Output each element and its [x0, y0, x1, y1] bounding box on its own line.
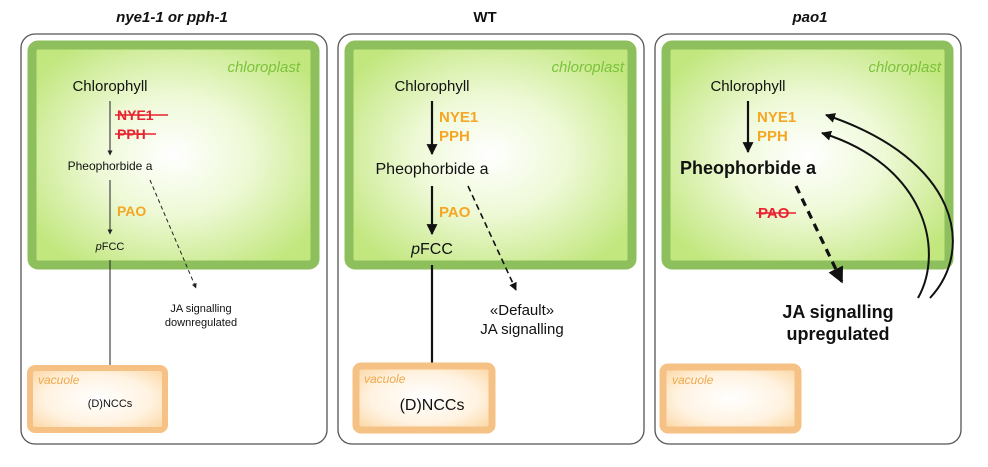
- panel-title: pao1: [791, 9, 827, 26]
- pfcc-prefix: p: [410, 241, 420, 258]
- vacuole-label: vacuole: [672, 373, 714, 387]
- panel-mutant-pao1: pao1 chloroplast Chlorophyll NYE1 PPH Ph…: [654, 9, 962, 445]
- pph-label: PPH: [439, 128, 470, 145]
- vacuole: [352, 362, 496, 434]
- pfcc-rest: FCC: [420, 241, 453, 258]
- nccs-label: (D)NCCs: [88, 398, 133, 410]
- panel-title: nye1-1 or pph-1: [116, 9, 228, 26]
- chloroplast-label: chloroplast: [227, 59, 300, 76]
- chloroplast-label: chloroplast: [551, 59, 624, 76]
- panel-title: WT: [473, 9, 496, 26]
- feedback-arrow-ja-to-pph: [821, 130, 930, 299]
- chlorophyll-label: Chlorophyll: [394, 78, 469, 95]
- pheophorbide-label: Pheophorbide a: [376, 161, 489, 178]
- ja-signalling-line1: JA signalling: [782, 302, 893, 322]
- ja-signalling-line2: downregulated: [165, 317, 237, 329]
- panel-mutant-nye1-pph: nye1-1 or pph-1 chloroplast Chlorophyll …: [20, 9, 328, 445]
- chloroplast-label: chloroplast: [868, 59, 941, 76]
- arrow-pheophorbide-to-ja-dashed: [467, 185, 517, 291]
- pph-label: PPH: [757, 128, 788, 145]
- vacuole-label: vacuole: [364, 372, 406, 386]
- chloroplast: [27, 40, 320, 270]
- arrow-pheophorbide-to-ja-dashed: [149, 179, 197, 289]
- pfcc-prefix: p: [95, 241, 102, 253]
- panel-wild-type: WT chloroplast Chlorophyll NYE1 PPH Pheo…: [337, 9, 645, 445]
- nye1-label: NYE1: [439, 109, 478, 126]
- pfcc-label: pFCC: [410, 241, 453, 258]
- pheophorbide-label: Pheophorbide a: [680, 158, 817, 178]
- pao-label: PAO: [439, 204, 471, 221]
- chlorophyll-label: Chlorophyll: [710, 78, 785, 95]
- ja-signalling-line1: «Default»: [490, 302, 554, 319]
- pfcc-rest: FCC: [102, 241, 125, 253]
- vacuole: [659, 363, 802, 434]
- vacuole: [27, 365, 168, 433]
- vacuole-label: vacuole: [38, 373, 80, 387]
- arrow-pheophorbide-to-ja-dashed: [794, 185, 844, 284]
- nye1-label: NYE1: [757, 109, 796, 126]
- nccs-label: (D)NCCs: [400, 397, 465, 414]
- ja-signalling-line2: JA signalling: [480, 321, 563, 338]
- feedback-arrow-ja-to-nye1: [825, 113, 954, 299]
- chloroplast: [661, 40, 954, 270]
- ja-signalling-line1: JA signalling: [170, 303, 231, 315]
- ja-signalling-line2: upregulated: [786, 324, 889, 344]
- pheophorbide-label: Pheophorbide a: [68, 159, 153, 173]
- chloroplast: [344, 40, 637, 270]
- pao-label: PAO: [117, 203, 146, 219]
- pfcc-label: pFCC: [95, 241, 125, 253]
- chlorophyll-label: Chlorophyll: [72, 78, 147, 95]
